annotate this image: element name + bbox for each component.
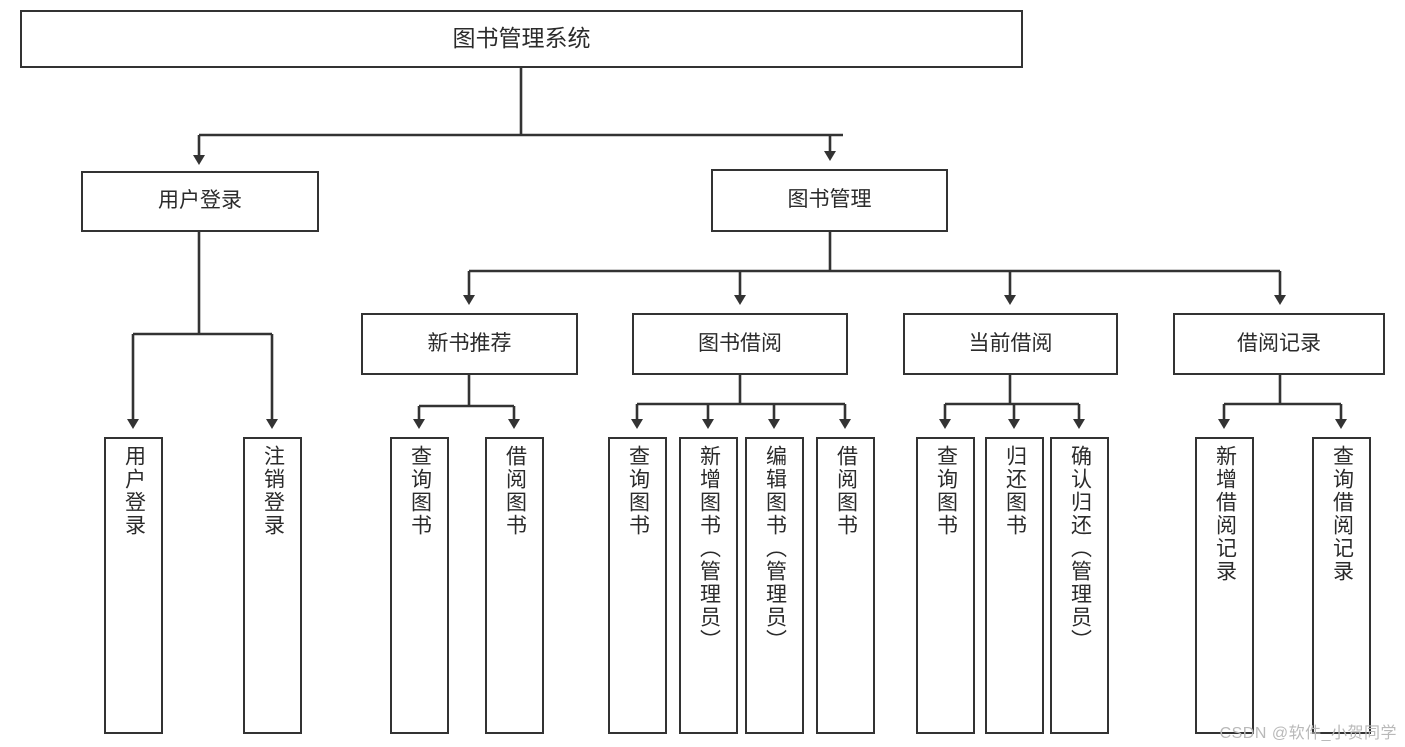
node-label: 用户登录 — [158, 189, 242, 213]
leaf-borrow-borrow-book[interactable]: 借阅图书 — [816, 437, 875, 734]
node-label: 归还图书 — [1003, 445, 1027, 537]
node-label: 借阅图书 — [834, 445, 858, 537]
node-label: 借阅记录 — [1237, 331, 1321, 355]
node-user-login[interactable]: 用户登录 — [81, 171, 319, 232]
node-root-book-management-system[interactable]: 图书管理系统 — [20, 10, 1023, 68]
node-label: 确认归还（管理员） — [1068, 445, 1092, 652]
node-label: 查询图书 — [408, 445, 432, 537]
node-label: 用户登录 — [122, 445, 146, 537]
node-label: 借阅图书 — [503, 445, 527, 537]
leaf-borrow-add-book-admin[interactable]: 新增图书（管理员） — [679, 437, 738, 734]
node-label: 图书管理系统 — [452, 25, 591, 52]
node-borrow-record[interactable]: 借阅记录 — [1173, 313, 1385, 375]
node-label: 新书推荐 — [427, 331, 512, 355]
node-label: 查询图书 — [934, 445, 958, 537]
node-current-borrow[interactable]: 当前借阅 — [903, 313, 1118, 375]
watermark: CSDN @软件_小贺同学 — [1219, 725, 1397, 742]
node-label: 当前借阅 — [968, 331, 1053, 355]
leaf-user-login[interactable]: 用户登录 — [104, 437, 163, 734]
node-label: 图书借阅 — [698, 331, 782, 355]
node-label: 新增图书（管理员） — [697, 445, 721, 652]
node-label: 注销登录 — [261, 445, 285, 537]
leaf-recommend-query-book[interactable]: 查询图书 — [390, 437, 449, 734]
leaf-recommend-borrow-book[interactable]: 借阅图书 — [485, 437, 544, 734]
leaf-borrow-edit-book-admin[interactable]: 编辑图书（管理员） — [745, 437, 804, 734]
leaf-record-query-borrow-record[interactable]: 查询借阅记录 — [1312, 437, 1371, 734]
leaf-current-return-book[interactable]: 归还图书 — [985, 437, 1044, 734]
node-book-management[interactable]: 图书管理 — [711, 169, 948, 232]
leaf-record-add-borrow-record[interactable]: 新增借阅记录 — [1195, 437, 1254, 734]
leaf-logout[interactable]: 注销登录 — [243, 437, 302, 734]
leaf-borrow-query-book[interactable]: 查询图书 — [608, 437, 667, 734]
node-new-book-recommend[interactable]: 新书推荐 — [361, 313, 578, 375]
leaf-current-query-book[interactable]: 查询图书 — [916, 437, 975, 734]
node-label: 新增借阅记录 — [1213, 445, 1237, 583]
node-label: 图书管理 — [787, 188, 872, 212]
node-label: 编辑图书（管理员） — [763, 445, 787, 652]
leaf-current-confirm-return-admin[interactable]: 确认归还（管理员） — [1050, 437, 1109, 734]
node-label: 查询图书 — [626, 445, 650, 537]
node-label: 查询借阅记录 — [1330, 445, 1354, 583]
node-book-borrow[interactable]: 图书借阅 — [632, 313, 848, 375]
